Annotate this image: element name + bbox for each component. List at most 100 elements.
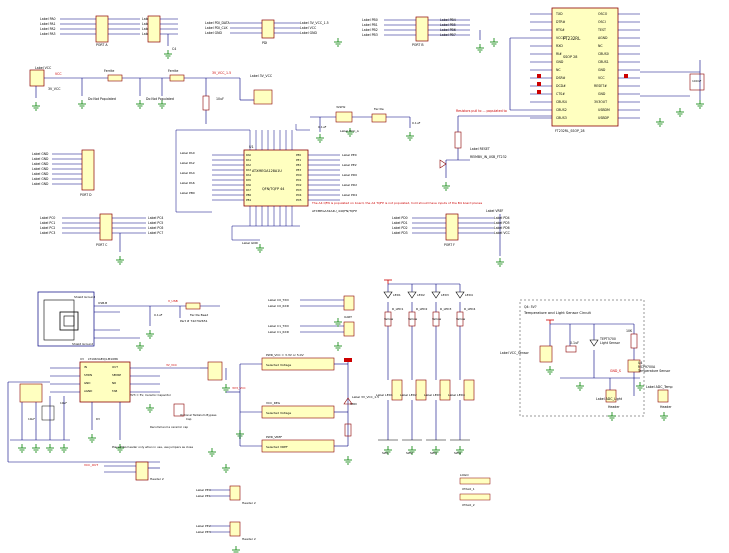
svg-text:R3: R3 <box>96 417 100 421</box>
svg-text:Label VCC_A: Label VCC_A <box>340 129 360 133</box>
svg-text:Label GND: Label GND <box>32 157 49 161</box>
header-j6-name: PORT F <box>444 243 455 247</box>
svg-text:Header 2: Header 2 <box>242 537 256 541</box>
svg-text:SHDN: SHDN <box>84 373 92 377</box>
svg-text:Label PE3: Label PE3 <box>196 530 211 534</box>
svg-text:3V_VCC_1.5: 3V_VCC_1.5 <box>212 71 231 75</box>
svg-text:Label PB0: Label PB0 <box>180 191 195 195</box>
svg-text:Ferrite: Ferrite <box>104 69 114 73</box>
jtag-note: Place JTAG header only when in use, use … <box>112 445 193 449</box>
svg-text:PWR_VCC = 3.3V or 5.0V: PWR_VCC = 3.3V or 5.0V <box>266 353 305 357</box>
svg-text:PD3: PD3 <box>296 188 302 192</box>
svg-text:PD5: PD5 <box>296 198 302 202</box>
svg-text:Label C0_RXD: Label C0_RXD <box>268 304 290 308</box>
svg-text:OSCO: OSCO <box>598 12 608 16</box>
svg-text:PA2: PA2 <box>246 163 251 167</box>
header-j5-name: PORT C <box>96 243 107 247</box>
svg-text:Label PD5: Label PD5 <box>494 221 510 225</box>
svg-text:Label PE0: Label PE0 <box>196 488 211 492</box>
svg-text:CTS#: CTS# <box>556 92 565 96</box>
ground-symbols <box>145 317 669 553</box>
svg-text:0.1uF: 0.1uF <box>154 313 163 317</box>
svg-text:Label 3V_VCC_1.5: Label 3V_VCC_1.5 <box>300 21 329 25</box>
power-input-row: Label VCC VCC 3V_VCC Ferrite Do Not Popu… <box>29 66 273 124</box>
usb-chip-package: SSOP 28 <box>563 55 577 59</box>
svg-text:SENSE: SENSE <box>112 373 121 377</box>
svg-text:Q4: 5V?: Q4: 5V? <box>524 305 537 309</box>
sensor-title: Temperature and Light Sensor Circuit <box>523 311 592 315</box>
svg-text:Label GND: Label GND <box>32 172 49 176</box>
led2-ref: LED2 <box>417 293 425 297</box>
svg-text:SW3: SW3 <box>430 451 437 455</box>
svg-text:RXD: RXD <box>556 44 563 48</box>
svg-text:C4: C4 <box>172 47 176 51</box>
header-j3-name: PORT B <box>412 43 424 47</box>
svg-text:GND: GND <box>598 68 606 72</box>
svg-text:Shield Ground: Shield Ground <box>74 295 95 299</box>
svg-text:CBUS3: CBUS3 <box>556 116 567 120</box>
svg-text:Label PA2: Label PA2 <box>180 161 195 165</box>
svg-text:Selected Voltage: Selected Voltage <box>266 363 291 367</box>
svg-text:Label PD4: Label PD4 <box>342 193 357 197</box>
svg-text:PE0: PE0 <box>296 153 301 157</box>
svg-text:3V_VCC: 3V_VCC <box>166 363 177 367</box>
jumper-bottom: VCC_OUT Header 2 <box>84 461 164 481</box>
svg-text:Label PA4: Label PA4 <box>180 171 195 175</box>
svg-text:PB1: PB1 <box>246 198 251 202</box>
usb-reset-circuit: Resistors pull to ... populated to Label… <box>439 109 552 191</box>
svg-text:Label C1_TXD: Label C1_TXD <box>268 324 289 328</box>
svg-text:R_LED1: R_LED1 <box>392 307 403 311</box>
svg-text:VCC: VCC <box>55 72 62 76</box>
svg-text:Label VCC: Label VCC <box>494 231 510 235</box>
mcu-package: QFN/TQFP 44 <box>262 187 284 191</box>
svg-text:3V3OUT: 3V3OUT <box>594 100 607 104</box>
svg-text:Label GND: Label GND <box>32 152 49 156</box>
regulator-note-2: Recommend a ceramic cap <box>150 425 188 429</box>
svg-text:USBDP: USBDP <box>598 116 609 120</box>
svg-text:Label PDI_DATA: Label PDI_DATA <box>205 21 231 25</box>
svg-text:SW1: SW1 <box>382 451 389 455</box>
svg-text:Label LED2: Label LED2 <box>400 393 417 397</box>
svg-text:DSR#: DSR# <box>556 76 566 80</box>
header-j4-name: PORT D <box>80 193 92 197</box>
svg-text:PA3: PA3 <box>246 168 251 172</box>
svg-text:100nF: 100nF <box>692 79 702 83</box>
led1-color: Yellow <box>384 317 394 321</box>
svg-text:PA4: PA4 <box>246 173 251 177</box>
svg-text:3V3_VCC: 3V3_VCC <box>232 386 246 390</box>
svg-text:RI#: RI# <box>556 52 562 56</box>
svg-text:GND: GND <box>598 92 606 96</box>
svg-text:Label GND: Label GND <box>32 182 49 186</box>
svg-text:Label PD4: Label PD4 <box>494 216 510 220</box>
svg-text:Label PB2: Label PB2 <box>362 28 378 32</box>
led1-ref: LED1 <box>393 293 401 297</box>
svg-text:R_LED2: R_LED2 <box>416 307 427 311</box>
svg-text:AGND: AGND <box>598 36 608 40</box>
supply-jumpers: PWR_VCC = 3.3V or 5.0V Selected Voltage … <box>226 353 379 465</box>
svg-text:Header: Header <box>608 405 620 409</box>
svg-text:Part # 742792651: Part # 742792651 <box>180 319 208 323</box>
title-block-logo: LOGO <box>460 473 469 477</box>
svg-text:GND_S: GND_S <box>610 369 621 373</box>
svg-text:Label LED3: Label LED3 <box>424 393 441 397</box>
title-block-2: XTAL0_2 <box>462 503 475 507</box>
header-j7-name: PDI <box>262 41 267 45</box>
svg-text:NC: NC <box>598 44 603 48</box>
svg-text:GND: GND <box>84 381 90 385</box>
svg-text:Ferrite: Ferrite <box>374 107 384 111</box>
svg-text:RESET#: RESET# <box>594 84 607 88</box>
mcu-ref: U1 <box>249 145 254 149</box>
svg-text:10uF: 10uF <box>60 401 67 405</box>
svg-text:PD2: PD2 <box>296 183 302 187</box>
svg-text:PA0: PA0 <box>246 153 251 157</box>
svg-text:Label PA1: Label PA1 <box>40 22 56 26</box>
svg-text:Label PC6: Label PC6 <box>148 226 163 230</box>
svg-text:Label C1_RXD: Label C1_RXD <box>268 330 290 334</box>
svg-text:Label PA2: Label PA2 <box>40 27 56 31</box>
